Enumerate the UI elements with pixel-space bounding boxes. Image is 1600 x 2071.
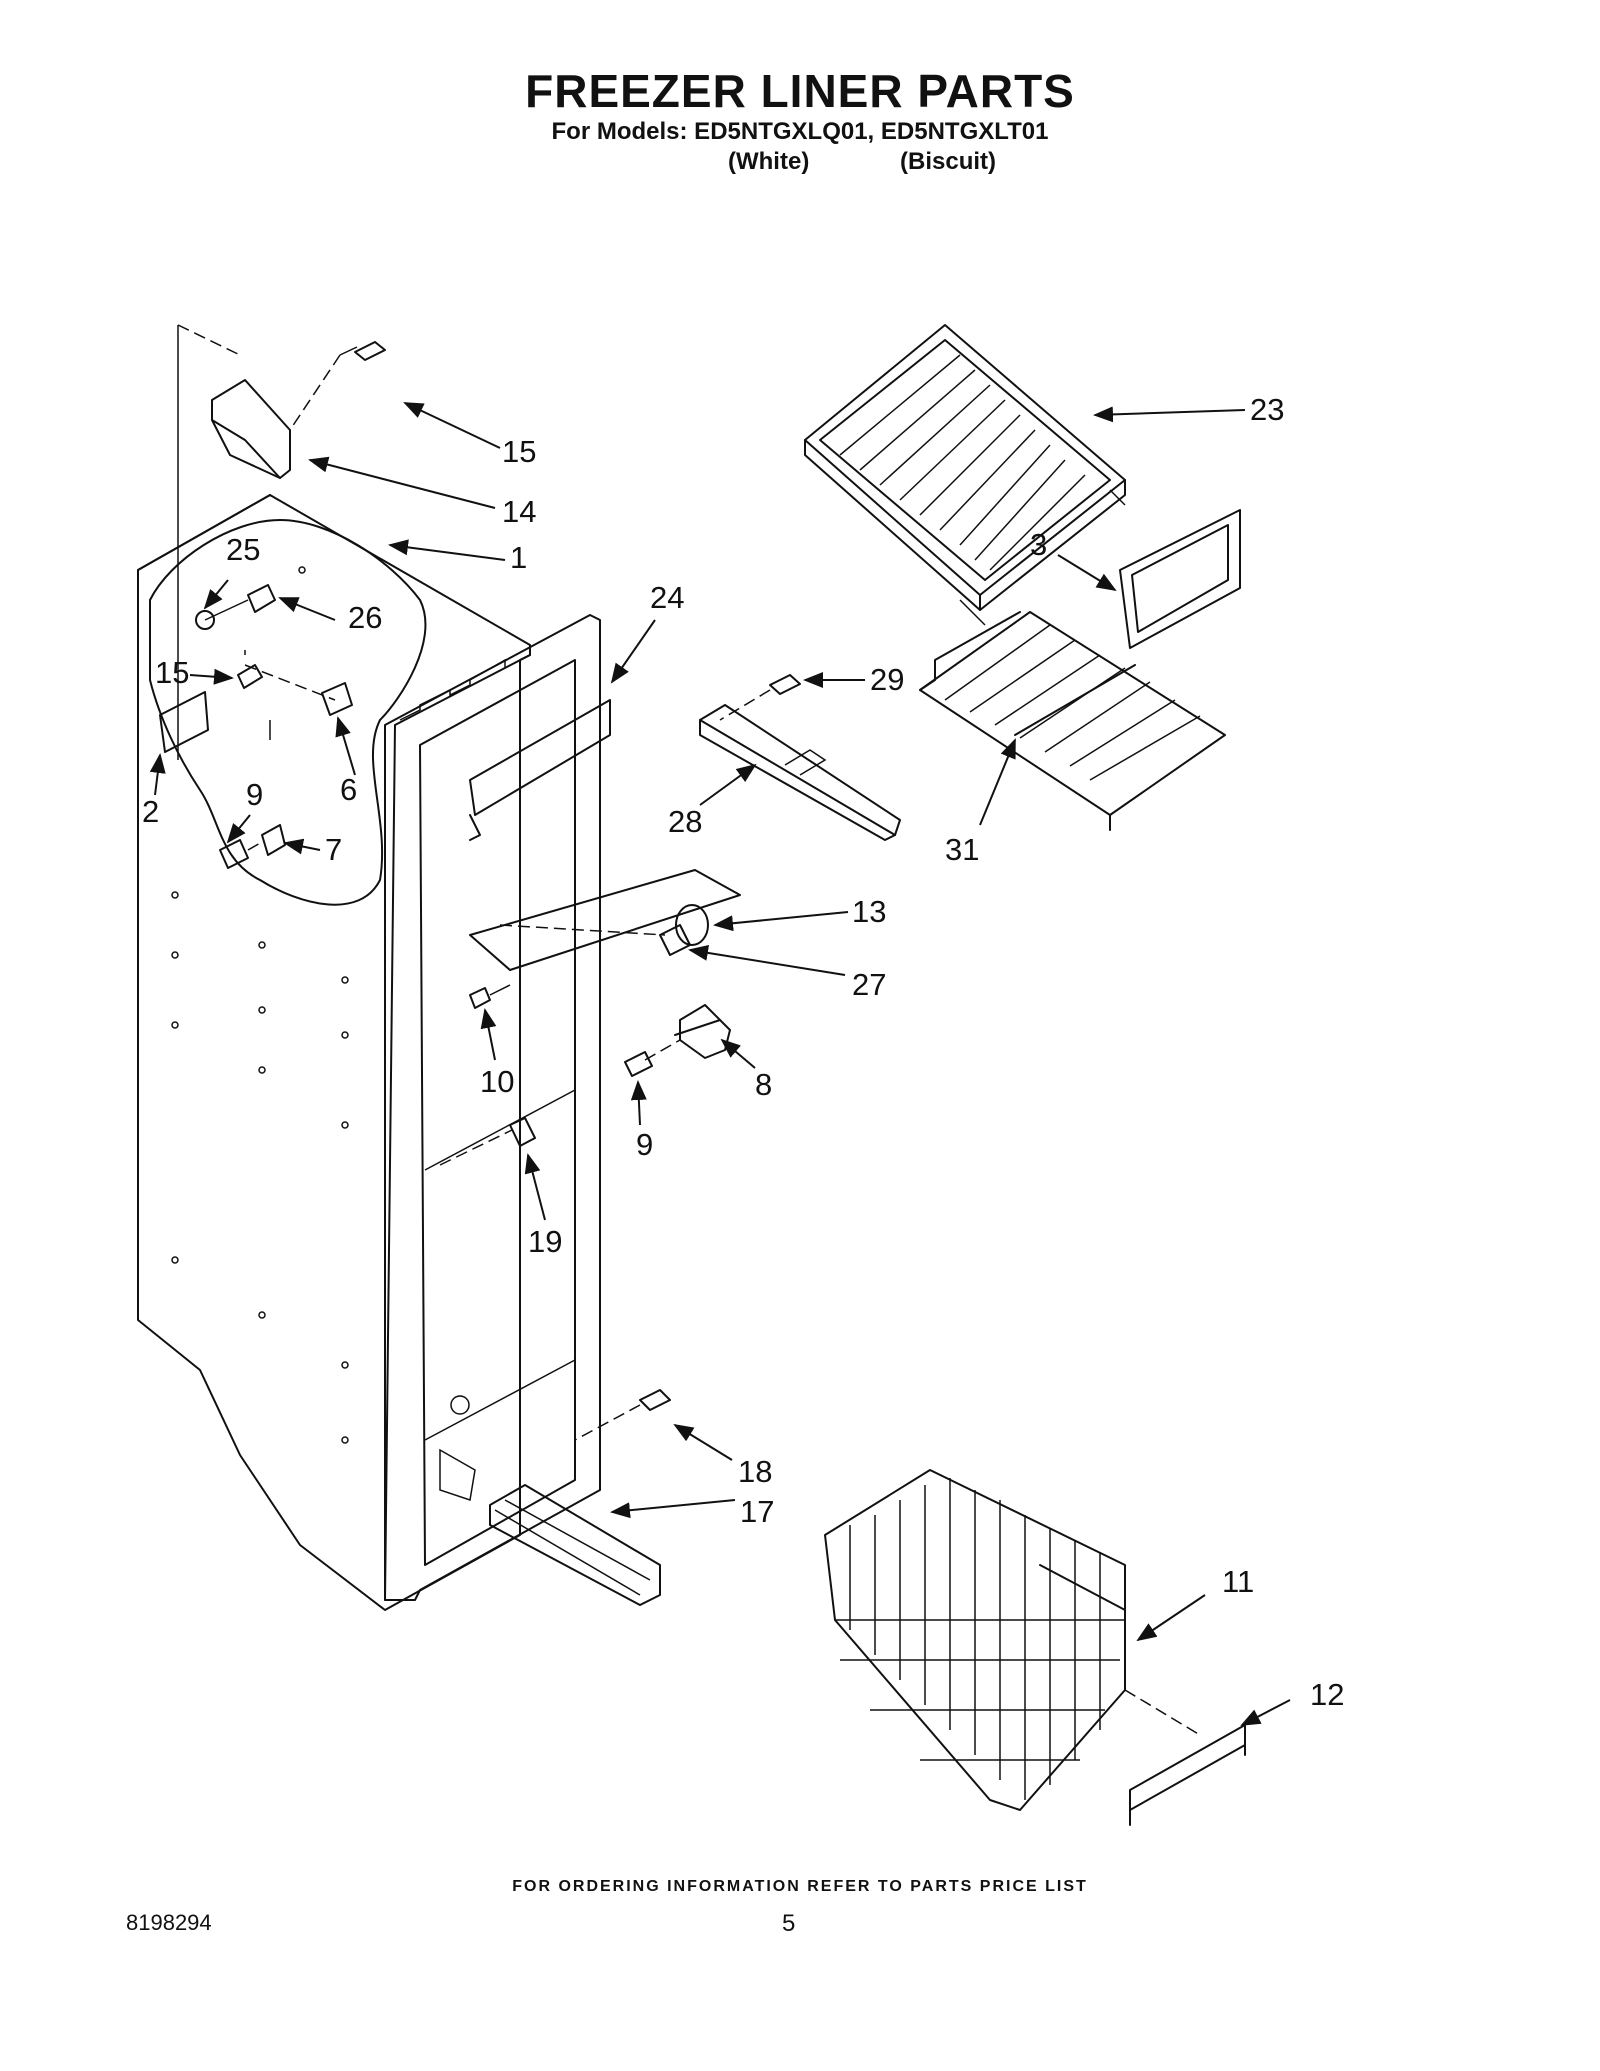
callout-14: 14 [502,494,536,529]
callout-23: 23 [1250,392,1284,427]
part-23-drawing [804,324,1126,626]
callout-18: 18 [738,1454,772,1489]
callout-29: 29 [870,662,904,697]
document-number: 8198294 [126,1910,212,1935]
callout-25: 25 [226,532,260,567]
callout-1: 1 [510,540,527,575]
part-3-drawing [1119,509,1241,649]
callout-6: 6 [340,772,357,807]
callout-3: 3 [1030,527,1047,562]
part-10-drawing [469,984,511,1009]
callout-10: 10 [480,1064,514,1099]
callout-labels: 15 14 1 25 26 15 2 6 9 7 24 23 3 29 28 3… [142,392,1344,1712]
callout-17: 17 [740,1494,774,1529]
cutaway-parts-drawing [159,584,353,869]
callout-8: 8 [755,1067,772,1102]
part-15-screw-drawing [289,341,386,431]
part-28-drawing [699,704,901,841]
part-8-drawing [674,1004,731,1059]
callout-24: 24 [650,580,684,615]
part-13-27-drawing [469,869,741,971]
part-14-drawing [177,324,291,760]
models-line: For Models: ED5NTGXLQ01, ED5NTGXLT01 [551,118,1049,145]
callout-11: 11 [1222,1564,1254,1599]
callout-7: 7 [325,832,342,867]
part-17-drawing [489,1484,661,1606]
part-24-drawing [469,699,611,841]
part-31-drawing [919,611,1226,831]
part-18-screw-drawing [574,1389,671,1441]
callout-19: 19 [528,1224,562,1259]
variant-white-label: (White) [728,148,810,175]
callout-12: 12 [1310,1677,1344,1712]
callout-15: 15 [502,434,536,469]
callout-9: 9 [246,777,263,812]
variant-biscuit-label: (Biscuit) [900,148,996,175]
part-19-drawing [439,1117,536,1166]
part-11-drawing [824,1469,1126,1811]
callout-9: 9 [636,1127,653,1162]
part-9-screw-drawing [624,1039,681,1077]
callout-26: 26 [348,600,382,635]
callout-27: 27 [852,967,886,1002]
freezer-liner-drawing [137,494,601,1611]
page-title: FREEZER LINER PARTS [525,65,1075,117]
callout-31: 31 [945,832,979,867]
ordering-note: FOR ORDERING INFORMATION REFER TO PARTS … [512,1878,1088,1895]
leader-lines [149,402,1291,1726]
part-12-drawing [1124,1689,1246,1826]
callout-15: 15 [155,655,189,690]
part-29-screw-drawing [719,674,801,721]
callout-2: 2 [142,794,159,829]
callout-28: 28 [668,804,702,839]
callout-13: 13 [852,894,886,929]
page-number: 5 [782,1910,796,1937]
